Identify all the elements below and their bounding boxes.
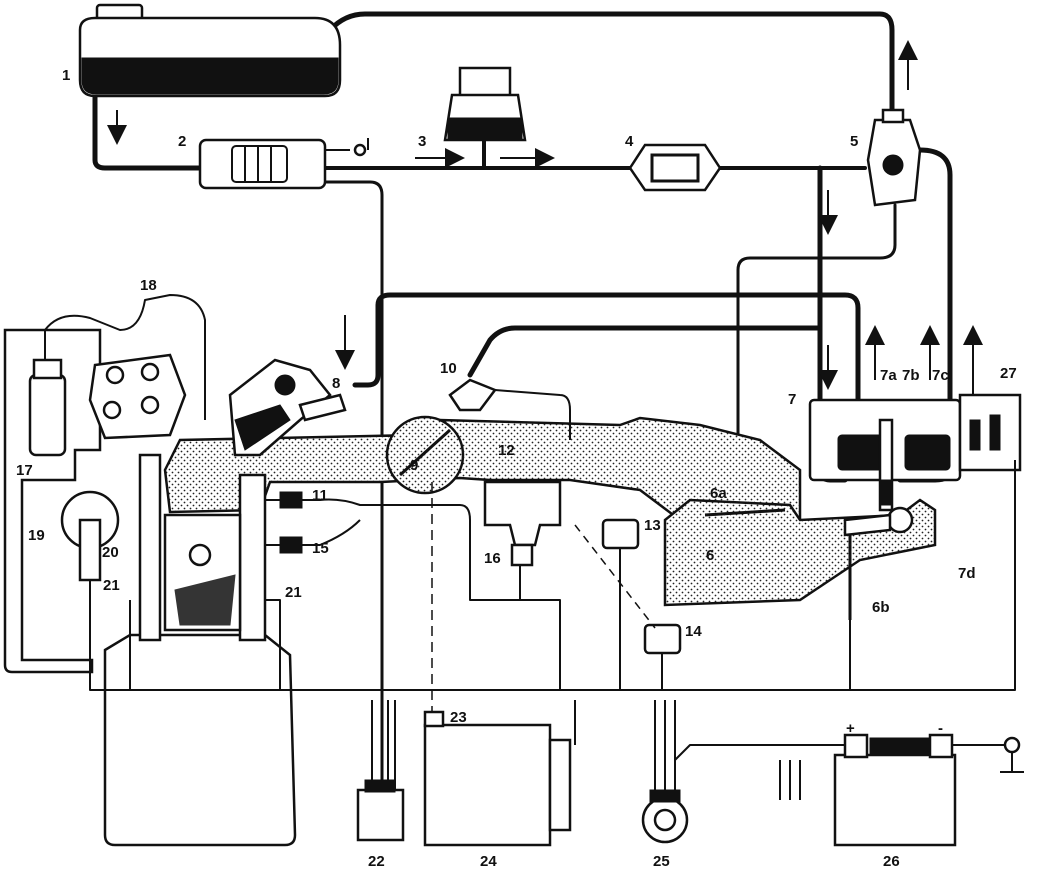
battery [779, 733, 1024, 847]
label-18: 18 [140, 277, 157, 294]
label-1: 1 [62, 67, 70, 84]
fuel-distributor [808, 398, 962, 512]
label-3: 3 [418, 133, 426, 150]
label-7c: 7c [932, 367, 949, 384]
label-8: 8 [332, 375, 340, 392]
label-10: 10 [440, 360, 457, 377]
fuel-pump [198, 138, 369, 190]
cold-start-injector [228, 358, 347, 457]
pressure-regulator [866, 108, 922, 207]
control-relay [356, 779, 405, 842]
throttle-body [385, 378, 571, 495]
temperature-sensor [574, 524, 682, 690]
label-24: 24 [480, 853, 497, 870]
label-7b: 7b [902, 367, 920, 384]
label-27: 27 [1000, 365, 1017, 382]
label-13: 13 [644, 517, 661, 534]
label-7d: 7d [958, 565, 976, 582]
fuel-filter [628, 143, 722, 192]
warm-up-regulator [300, 393, 1022, 691]
injector-wires [265, 491, 560, 601]
label-12: 12 [498, 442, 515, 459]
label-11: 11 [312, 487, 328, 504]
label-14: 14 [685, 623, 702, 640]
label-6b: 6b [872, 599, 890, 616]
battery-plus-label: + [846, 720, 855, 737]
label-25: 25 [653, 853, 670, 870]
ignition-switch [641, 789, 689, 844]
ignition-coil [3, 328, 102, 674]
label-22: 22 [368, 853, 385, 870]
label-9: 9 [410, 457, 418, 474]
label-26: 26 [883, 853, 900, 870]
fuel-accumulator [443, 66, 527, 168]
label-21-left: 21 [103, 577, 120, 594]
callout-labels: 1 2 3 4 5 6 6a 6b 7 7a 7b 7c 7d 8 9 10 1… [16, 67, 1017, 870]
thermo-time-switch [601, 518, 640, 690]
wiring-harness [300, 482, 851, 790]
label-23: 23 [450, 709, 467, 726]
label-7a: 7a [880, 367, 897, 384]
label-20: 20 [102, 544, 119, 561]
label-5: 5 [850, 133, 858, 150]
label-7: 7 [788, 391, 796, 408]
fuel-tank [78, 3, 342, 98]
label-4: 4 [625, 133, 634, 150]
label-6a: 6a [710, 485, 727, 502]
engine [60, 416, 802, 847]
label-6: 6 [706, 547, 714, 564]
auxiliary-air-valve [483, 480, 562, 690]
label-19: 19 [28, 527, 45, 544]
airflow-meter [663, 498, 937, 620]
battery-minus-label: - [938, 720, 943, 737]
control-unit [423, 710, 572, 847]
label-2: 2 [178, 133, 186, 150]
label-21-right: 21 [285, 584, 302, 601]
flow-arrows [107, 40, 983, 395]
label-17: 17 [16, 462, 33, 479]
label-15: 15 [312, 540, 329, 557]
distributor [44, 294, 206, 440]
label-16: 16 [484, 550, 501, 567]
